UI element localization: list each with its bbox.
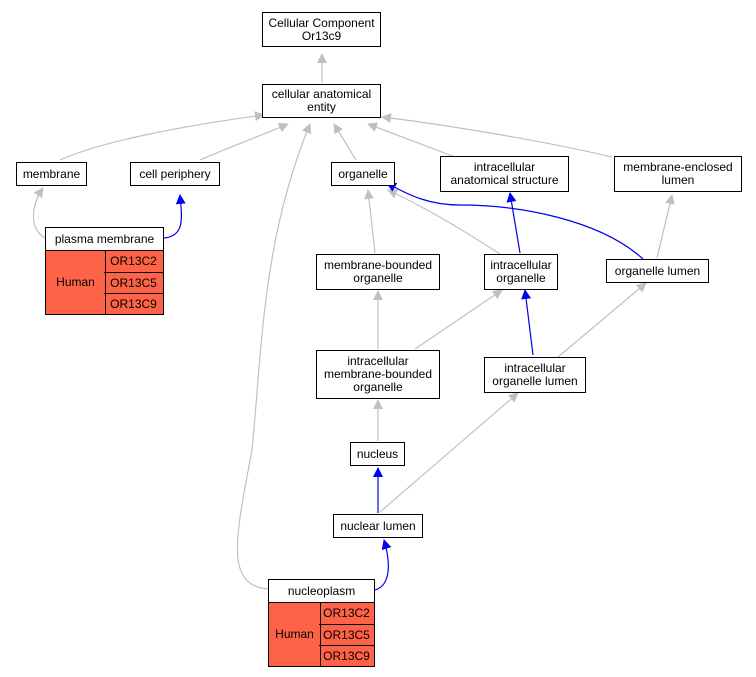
edge-plasma-membrane-to-membrane xyxy=(32,187,46,239)
annotation-gene[interactable]: OR13C9 xyxy=(104,293,163,314)
edge-iol-part-of-io xyxy=(521,289,534,356)
annotation-species: Human xyxy=(46,251,106,314)
node-nucleus[interactable]: nucleus xyxy=(350,442,405,466)
edge-iol-to-organelle-lumen xyxy=(557,282,647,358)
node-plasma-membrane[interactable]: plasma membrane xyxy=(45,227,164,251)
node-membrane-enclosed-lumen[interactable]: membrane-enclosed lumen xyxy=(614,156,742,192)
node-organelle[interactable]: organelle xyxy=(331,162,395,186)
annotation-gene[interactable]: OR13C5 xyxy=(319,624,374,645)
node-cellular-component-root[interactable]: Cellular Component Or13c9 xyxy=(262,12,381,47)
edge-mel-to-cae xyxy=(381,113,613,158)
annotation-species: Human xyxy=(269,603,321,666)
edge-nucleoplasm-part-of-nuclear-lumen xyxy=(374,539,392,591)
edge-imbo-to-io xyxy=(414,289,503,350)
edge-io-to-organelle xyxy=(387,189,501,255)
node-intracellular-anatomical-structure[interactable]: intracellular anatomical structure xyxy=(440,156,569,192)
edge-nuclear-lumen-to-iol xyxy=(379,392,519,513)
node-nuclear-lumen[interactable]: nuclear lumen xyxy=(333,514,423,538)
annotation-gene[interactable]: OR13C9 xyxy=(319,645,374,666)
annotation-gene[interactable]: OR13C2 xyxy=(110,254,157,268)
edge-organelle-to-cae xyxy=(333,123,357,161)
edge-mbo-to-organelle xyxy=(364,189,376,254)
node-intracellular-membrane-bounded-organelle[interactable]: intracellular membrane-bounded organelle xyxy=(316,350,440,399)
node-intracellular-organelle[interactable]: intracellular organelle xyxy=(484,254,558,290)
edge-cell-periphery-to-cae xyxy=(199,123,289,161)
edge-nucleoplasm-to-cae xyxy=(236,123,312,590)
node-cellular-anatomical-entity[interactable]: cellular anatomical entity xyxy=(262,84,381,118)
edge-plasma-membrane-part-of-cell-periphery xyxy=(163,194,186,239)
node-organelle-lumen[interactable]: organelle lumen xyxy=(606,259,709,283)
annotation-table-plasma-membrane: Human OR13C2 OR13C5 OR13C9 xyxy=(45,250,164,315)
annotation-gene[interactable]: OR13C5 xyxy=(104,272,163,293)
annotation-table-nucleoplasm: Human OR13C2 OR13C5 OR13C9 xyxy=(268,602,375,667)
node-intracellular-organelle-lumen[interactable]: intracellular organelle lumen xyxy=(484,357,586,393)
edge-io-part-of-ias xyxy=(506,192,521,254)
edge-ias-to-cae xyxy=(367,122,456,158)
node-nucleoplasm[interactable]: nucleoplasm xyxy=(268,579,375,603)
node-membrane-bounded-organelle[interactable]: membrane-bounded organelle xyxy=(316,254,440,290)
edge-membrane-to-cae xyxy=(59,111,265,161)
edge-organelle-lumen-to-mel xyxy=(656,194,675,259)
node-membrane[interactable]: membrane xyxy=(16,162,87,186)
edge-organelle-lumen-part-of-organelle xyxy=(386,182,644,260)
annotation-gene[interactable]: OR13C2 xyxy=(323,606,370,620)
node-cell-periphery[interactable]: cell periphery xyxy=(130,162,220,186)
